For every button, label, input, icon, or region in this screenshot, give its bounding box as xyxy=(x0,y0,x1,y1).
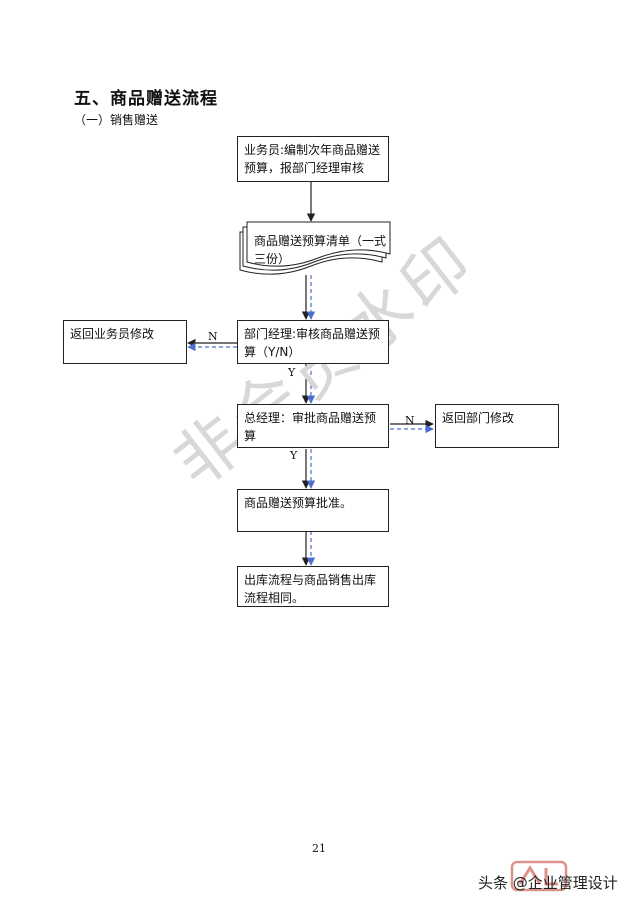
node-salesperson-budget: 业务员:编制次年商品赠送预算，报部门经理审核 xyxy=(237,136,389,182)
edge-label-y2: Y xyxy=(290,449,298,462)
node-budget-approved: 商品赠送预算批准。 xyxy=(237,489,389,532)
node-return-department: 返回部门修改 xyxy=(435,404,559,448)
edge-label-n1: N xyxy=(208,330,218,343)
section-subtitle: （一）销售赠送 xyxy=(74,113,159,127)
node-outbound-process: 出库流程与商品销售出库流程相同。 xyxy=(237,566,389,607)
page-number: 21 xyxy=(312,842,326,855)
node-budget-list-document: 商品赠送预算清单（一式三份） xyxy=(254,234,387,266)
node-general-manager-approve: 总经理：审批商品赠送预算 xyxy=(237,404,389,448)
document-shape xyxy=(239,221,391,275)
node-dept-manager-review: 部门经理:审核商品赠送预算（Y/N） xyxy=(237,320,389,364)
edge-label-y1: Y xyxy=(288,366,296,379)
edge-label-n2: N xyxy=(405,414,415,427)
page-title: 五、商品赠送流程 xyxy=(74,89,218,109)
footer-watermark: 头条 @企业管理设计 xyxy=(478,874,618,892)
node-return-salesperson: 返回业务员修改 xyxy=(63,320,187,364)
logo-watermark-icon xyxy=(510,860,568,892)
